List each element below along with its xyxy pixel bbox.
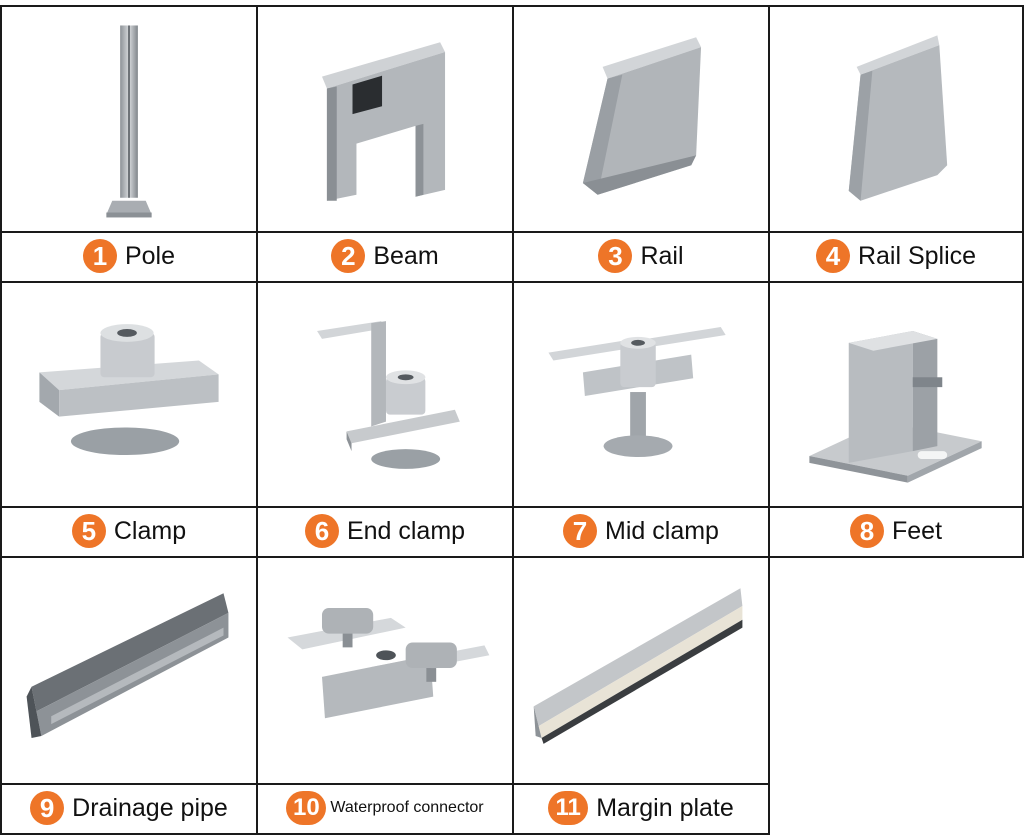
product-cell-margin-plate: 11 Margin plate (512, 556, 770, 835)
item-number-badge: 2 (331, 239, 366, 273)
caption: 2 Beam (258, 231, 512, 281)
item-label: Waterproof connector (330, 799, 484, 816)
item-label: Pole (124, 241, 176, 270)
margin-plate-icon (514, 558, 768, 785)
item-label: Mid clamp (605, 516, 719, 545)
item-number-badge: 7 (563, 514, 598, 548)
feet-icon (770, 283, 1022, 508)
item-label: Rail (640, 241, 684, 270)
caption: 1 Pole (2, 231, 256, 281)
caption: 9 Drainage pipe (2, 783, 256, 833)
caption: 10 Waterproof connector (258, 783, 512, 833)
caption: 5 Clamp (2, 506, 256, 556)
item-number-badge: 5 (71, 514, 106, 548)
item-label: Margin plate (596, 793, 734, 822)
item-label: Beam (373, 241, 439, 270)
item-number-badge: 3 (598, 239, 633, 273)
item-label: End clamp (346, 516, 466, 545)
item-label: Drainage pipe (72, 793, 228, 822)
rail-icon (514, 7, 768, 233)
product-cell-beam: 2 Beam (256, 5, 514, 283)
caption: 6 End clamp (258, 506, 512, 556)
caption: 3 Rail (514, 231, 768, 281)
item-number-badge: 4 (815, 239, 850, 273)
item-number-badge: 11 (548, 791, 589, 825)
product-cell-waterproof-connector: 10 Waterproof connector (256, 556, 514, 835)
item-number-badge: 9 (30, 791, 65, 825)
item-number-badge: 8 (849, 514, 884, 548)
product-cell-drainage-pipe: 9 Drainage pipe (0, 556, 258, 835)
mid-clamp-icon (514, 283, 768, 508)
item-number-badge: 6 (304, 514, 339, 548)
caption: 7 Mid clamp (514, 506, 768, 556)
item-label: Feet (891, 516, 943, 545)
product-cell-clamp: 5 Clamp (0, 281, 258, 558)
product-cell-end-clamp: 6 End clamp (256, 281, 514, 558)
waterproof-connector-icon (258, 558, 512, 785)
item-number-badge: 1 (82, 239, 117, 273)
clamp-icon (2, 283, 256, 508)
product-cell-rail-splice: 4 Rail Splice (768, 5, 1024, 283)
beam-icon (258, 7, 512, 233)
caption: 8 Feet (770, 506, 1022, 556)
item-label: Clamp (113, 516, 187, 545)
drainage-pipe-icon (2, 558, 256, 785)
end-clamp-icon (258, 283, 512, 508)
product-cell-mid-clamp: 7 Mid clamp (512, 281, 770, 558)
item-label: Rail Splice (857, 241, 977, 270)
product-cell-feet: 8 Feet (768, 281, 1024, 558)
pole-icon (2, 7, 256, 233)
caption: 4 Rail Splice (770, 231, 1022, 281)
item-number-badge: 10 (286, 791, 327, 825)
rail-splice-icon (770, 7, 1022, 233)
product-cell-rail: 3 Rail (512, 5, 770, 283)
product-cell-pole: 1 Pole (0, 5, 258, 283)
caption: 11 Margin plate (514, 783, 768, 833)
